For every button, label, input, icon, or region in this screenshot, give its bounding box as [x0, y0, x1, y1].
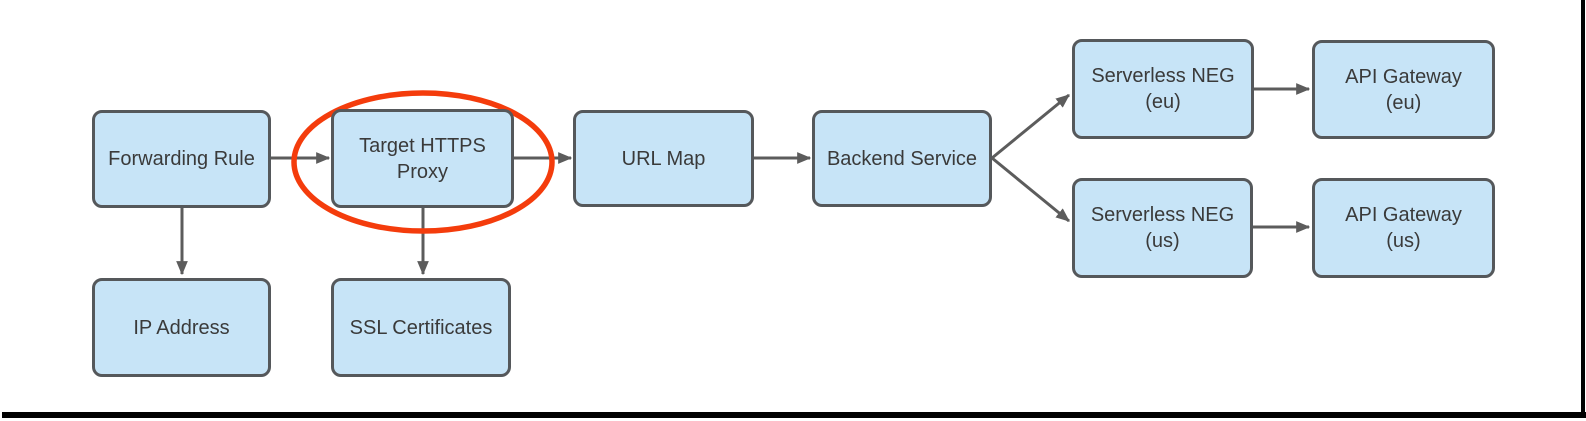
node-target-https-proxy: Target HTTPS Proxy: [331, 109, 514, 208]
node-ssl-certificates: SSL Certificates: [331, 278, 511, 377]
node-serverless-neg-eu-label: Serverless NEG (eu): [1091, 65, 1235, 113]
node-url-map: URL Map: [573, 110, 754, 207]
node-url-map-label: URL Map: [621, 147, 706, 170]
node-api-gateway-eu-label: API Gateway (eu): [1345, 65, 1462, 114]
node-api-gateway-us-label: API Gateway (us): [1345, 204, 1462, 252]
node-ip-address-label: IP Address: [133, 316, 230, 339]
node-api-gateway-eu: API Gateway (eu): [1312, 40, 1495, 139]
node-ip-address: IP Address: [92, 278, 271, 377]
node-serverless-neg-us-label: Serverless NEG (us): [1090, 204, 1235, 252]
node-serverless-neg-us: Serverless NEG (us): [1072, 178, 1253, 278]
right-rule-line: [1581, 0, 1585, 418]
node-target-https-proxy-label: Target HTTPS Proxy: [359, 134, 486, 183]
node-backend-service: Backend Service: [812, 110, 992, 207]
node-serverless-neg-eu: Serverless NEG (eu): [1072, 39, 1254, 139]
bottom-rule-line: [2, 412, 1586, 418]
node-api-gateway-us: API Gateway (us): [1312, 178, 1495, 278]
arrow-backend-service-to-serverless-neg-eu: [991, 93, 1070, 160]
node-forwarding-rule-label: Forwarding Rule: [108, 148, 255, 170]
node-forwarding-rule: Forwarding Rule: [92, 110, 271, 208]
node-backend-service-label: Backend Service: [826, 147, 978, 170]
node-ssl-certificates-label: SSL Certificates: [349, 316, 493, 339]
arrow-backend-service-to-serverless-neg-us: [991, 156, 1070, 223]
